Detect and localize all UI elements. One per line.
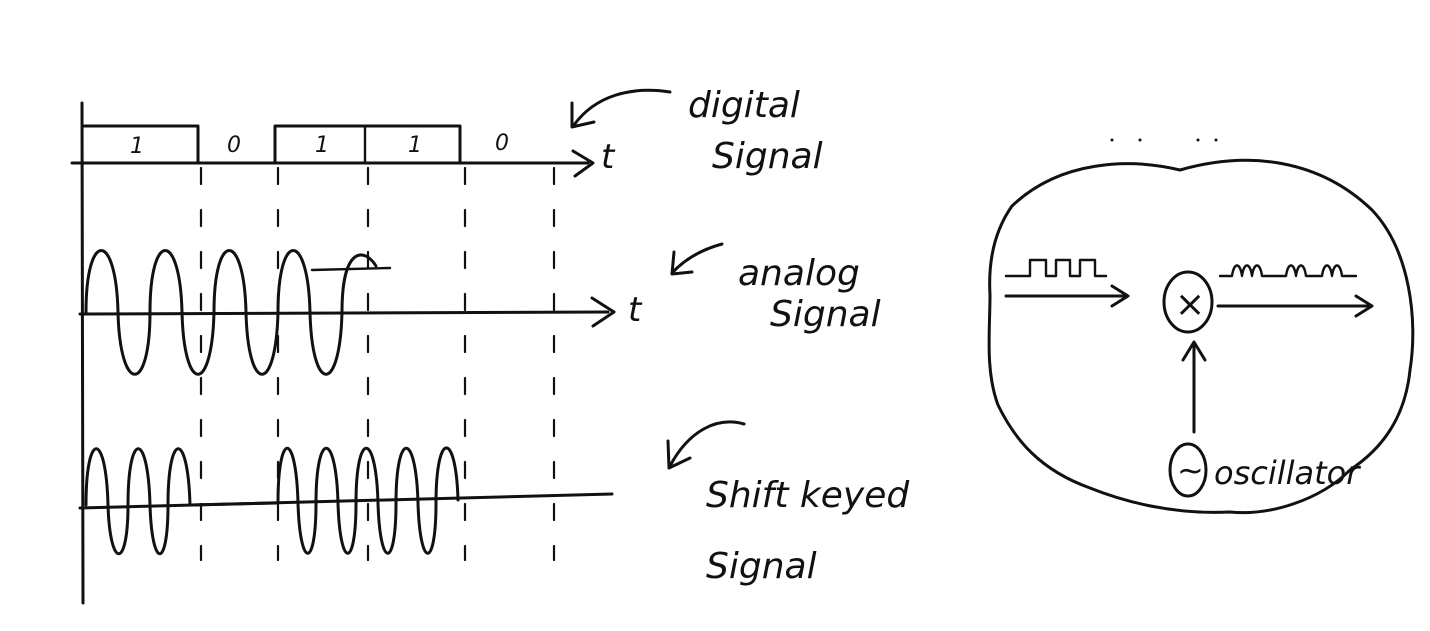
analog-label-line2: Signal [770, 294, 881, 335]
shift-keyed-label-arrow [668, 420, 746, 468]
shift-keyed-label-arrowhead [666, 439, 692, 470]
digital-signal: 1 0 1 1 0 t [70, 124, 616, 178]
bit-label-1: 1 [130, 134, 144, 159]
bit-label-2: 0 [227, 133, 241, 158]
bit-label-4: 1 [408, 133, 422, 158]
bit-label-3: 1 [315, 133, 329, 158]
analog-signal: t [78, 249, 643, 376]
analog-waveform [84, 249, 378, 376]
analog-label-line1: analog [738, 253, 860, 294]
modulator-cloud-outline [987, 158, 1415, 515]
analog-axis-t-label: t [628, 290, 643, 330]
multiplier-circle [1162, 270, 1214, 334]
oscillator-label: oscillator [1214, 454, 1361, 492]
digital-label-arrowhead [570, 101, 596, 129]
shift-keyed-signal [78, 446, 614, 555]
output-waveform-icon [1218, 264, 1358, 278]
analog-time-axis [78, 310, 610, 316]
shift-keyed-waveform [84, 446, 460, 555]
bit-label-5: 0 [495, 131, 509, 156]
digital-label-arrow [572, 88, 672, 127]
digital-axis-arrowhead [571, 149, 595, 178]
annotation-labels: digital Signal analog Signal Shift keyed… [570, 85, 910, 587]
digital-label-line1: digital [688, 85, 800, 126]
oscillator-feed-arrowhead [1181, 340, 1207, 362]
input-pulse-train-icon [1004, 258, 1108, 278]
analog-label-arrow [670, 242, 724, 275]
output-arrowhead [1354, 294, 1374, 318]
oscillator-circle [1168, 442, 1208, 498]
shift-keyed-label-line2: Signal [706, 546, 817, 587]
analog-axis-arrowhead [590, 296, 616, 328]
oscillator-symbol: ~ [1177, 451, 1204, 489]
modulator-block-diagram: × ~ oscillator [987, 138, 1415, 515]
digital-waveform [82, 124, 462, 165]
shift-keyed-label-line1: Shift keyed [706, 475, 910, 516]
digital-label-line2: Signal [712, 136, 823, 177]
multiplier-symbol: × [1175, 284, 1205, 325]
stray-marks [1110, 138, 1218, 142]
input-arrowhead [1110, 284, 1130, 308]
shift-keyed-time-axis [78, 492, 614, 510]
analog-faint-trace [310, 266, 392, 272]
vertical-axis [80, 101, 85, 605]
analog-label-arrowhead [670, 250, 694, 276]
digital-axis-t-label: t [601, 137, 616, 177]
